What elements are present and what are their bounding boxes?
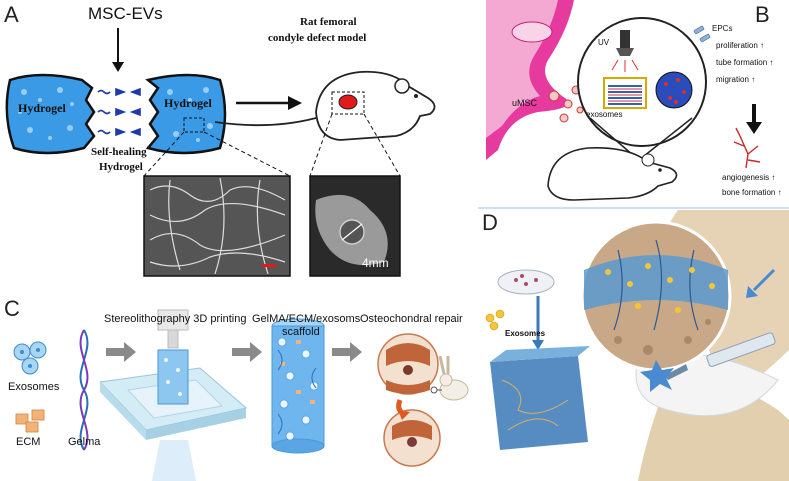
- panel-b-label: B: [755, 2, 770, 27]
- ecm-label: ECM: [16, 436, 41, 448]
- epcs-label: EPCs: [712, 24, 733, 33]
- gelma-label: Gelma: [68, 436, 101, 448]
- sem-image: [143, 175, 291, 277]
- rat-body: [315, 70, 436, 141]
- step-scaffold-line2: scaffold: [282, 326, 320, 338]
- panel-d-illustration: [485, 210, 789, 481]
- msc-evs-label: MSC-EVs: [88, 4, 163, 23]
- self-healing-line1: Self-healing: [91, 146, 147, 158]
- outcome-bone-formation: bone formation ↑: [722, 188, 782, 197]
- panel-b-illustration: [478, 0, 789, 209]
- rat-title-line1: Rat femoral: [300, 16, 357, 28]
- panel-c-label: C: [4, 296, 20, 321]
- hydrogel-left-label: Hydrogel: [18, 101, 66, 115]
- xray-scale-label: 4mm: [362, 256, 389, 270]
- exosomes-label-d: Exosomes: [505, 329, 546, 338]
- rat-title-line2: condyle defect model: [268, 32, 367, 44]
- effect-migration: migration ↑: [716, 75, 756, 84]
- step-scaffold-line1: GelMA/ECM/exosoms: [252, 313, 361, 325]
- uv-label: UV: [598, 38, 610, 47]
- panel-d-label: D: [482, 210, 498, 235]
- defect-site: [338, 94, 358, 110]
- umsc-label: uMSC: [512, 98, 538, 108]
- effect-proliferation: proliferation ↑: [716, 41, 765, 50]
- effect-tube-formation: tube formation ↑: [716, 58, 774, 67]
- exosomes-label-b: exosomes: [586, 110, 623, 119]
- hydrogel-block-right: [145, 73, 227, 155]
- hydrogel-block-left: [5, 73, 96, 155]
- step-osteochondral-repair: Osteochondral repair: [360, 313, 463, 325]
- step-3d-printing: Stereolithography 3D printing: [104, 313, 247, 325]
- self-healing-line2: Hydrogel: [99, 161, 143, 173]
- outcome-angiogenesis: angiogenesis ↑: [722, 173, 776, 182]
- exosomes-label-c: Exosomes: [8, 381, 60, 393]
- panel-a-label: A: [4, 2, 19, 27]
- panel-c-illustration: [13, 309, 469, 481]
- panel-a-illustration: [5, 28, 436, 277]
- hydrogel-right-label: Hydrogel: [164, 96, 212, 110]
